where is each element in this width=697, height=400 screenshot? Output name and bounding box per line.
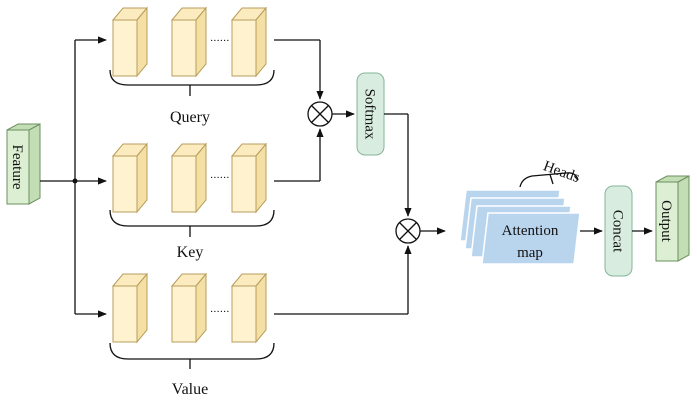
query-label: Query bbox=[170, 109, 210, 126]
attention-map-stack: Attention map bbox=[459, 189, 581, 265]
concat-label: Concat bbox=[610, 210, 626, 253]
circled-times-icon bbox=[395, 218, 421, 244]
softmax-label: Softmax bbox=[362, 89, 378, 140]
feature-block: Feature bbox=[6, 123, 41, 205]
feature-map-prism bbox=[111, 6, 149, 78]
feature-map-prism bbox=[230, 6, 268, 78]
key-group: ...... Key bbox=[109, 142, 275, 261]
query-group: ...... Query bbox=[109, 6, 275, 126]
feature-map-prism bbox=[111, 142, 149, 214]
query-ellipsis: ...... bbox=[210, 32, 230, 44]
key-ellipsis: ...... bbox=[210, 169, 230, 181]
feature-map-prism bbox=[111, 272, 149, 344]
feature-map-prism bbox=[230, 272, 268, 344]
feature-label: Feature bbox=[9, 145, 25, 190]
output-block: Output bbox=[655, 175, 690, 262]
softmax-box: Softmax bbox=[356, 72, 385, 156]
feature-map-prism bbox=[230, 142, 268, 214]
attention-label-line2: map bbox=[517, 245, 543, 261]
attention-map-front bbox=[481, 212, 581, 265]
feature-map-prism bbox=[170, 6, 208, 78]
key-brace bbox=[109, 209, 275, 227]
softmax-connectors bbox=[274, 113, 412, 315]
circled-times-icon bbox=[307, 101, 333, 127]
value-group: ...... Value bbox=[109, 272, 275, 398]
concat-box: Concat bbox=[604, 185, 633, 277]
feature-connectors bbox=[40, 36, 107, 318]
value-brace bbox=[109, 342, 275, 360]
feature-map-prism bbox=[170, 142, 208, 214]
attention-label-line1: Attention bbox=[502, 223, 559, 239]
heads-brace: Heads bbox=[519, 158, 582, 188]
feature-map-prism bbox=[170, 272, 208, 344]
heads-label: Heads bbox=[541, 158, 582, 186]
value-label: Value bbox=[172, 381, 208, 398]
key-label: Key bbox=[177, 244, 204, 261]
query-brace bbox=[109, 69, 275, 86]
output-label: Output bbox=[658, 200, 674, 243]
value-ellipsis: ...... bbox=[210, 303, 230, 315]
qk-connectors bbox=[274, 39, 324, 182]
